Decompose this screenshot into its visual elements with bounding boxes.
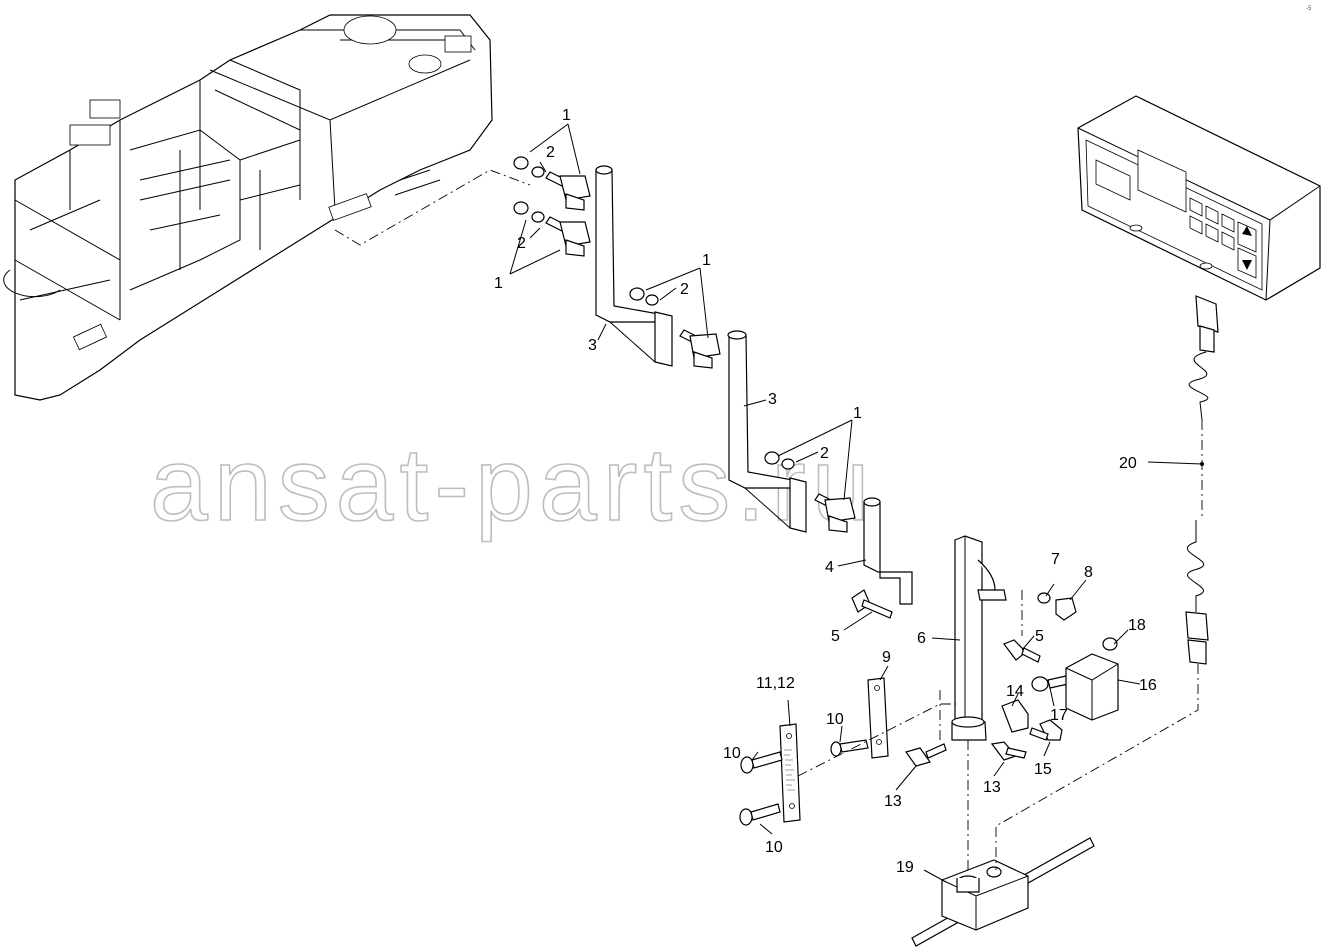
callout-20: 20 (1119, 455, 1137, 472)
callout-17: 17 (1050, 707, 1068, 724)
callout-1: 1 (494, 275, 503, 292)
callout-10: 10 (826, 711, 844, 728)
tube-bracket-3-upper (595, 165, 673, 367)
callout-5: 5 (831, 628, 840, 645)
clamp-assembly-lower (764, 451, 856, 533)
callout-4: 4 (825, 559, 834, 576)
bracket-14-bolts (1001, 675, 1069, 741)
callout-7: 7 (1051, 551, 1060, 568)
clamp-assembly-middle (629, 287, 721, 369)
plate-9 (867, 677, 889, 759)
tube-bracket-3-lower (727, 330, 807, 533)
bolts-10 (739, 739, 869, 826)
callout-18: 18 (1128, 617, 1146, 634)
control-unit (1077, 95, 1321, 301)
callout-16: 16 (1139, 677, 1157, 694)
callout-10: 10 (723, 745, 741, 762)
parts-7-8 (1037, 592, 1077, 621)
callout-2: 2 (680, 281, 689, 298)
callout-8: 8 (1084, 564, 1093, 581)
callout-9: 9 (882, 649, 891, 666)
callout-1: 1 (702, 252, 711, 269)
mast-6 (951, 535, 1007, 741)
sensor-19 (911, 837, 1095, 947)
callout-13: 13 (983, 779, 1001, 796)
callout-2: 2 (517, 235, 526, 252)
callout-10: 10 (765, 839, 783, 856)
post-bracket-4 (851, 497, 913, 619)
leader-lines (509, 123, 1204, 883)
callout-19: 19 (896, 859, 914, 876)
callout-labels: 1 2 2 1 1 2 3 3 1 2 4 5 6 7 8 5 18 16 9 … (494, 107, 1157, 876)
callout-5: 5 (1035, 628, 1044, 645)
clamp-assembly-upper (513, 156, 591, 257)
callout-6: 6 (917, 630, 926, 647)
callout-2: 2 (546, 144, 555, 161)
box-16 (1065, 637, 1119, 721)
callout-14: 14 (1006, 683, 1024, 700)
callout-11-12: 11,12 (756, 675, 795, 692)
callout-13: 13 (884, 793, 902, 810)
callout-3: 3 (768, 391, 777, 408)
callout-1: 1 (562, 107, 571, 124)
cable-20 (995, 295, 1219, 870)
machine-frame-illustration (3, 14, 493, 401)
drawing-code: -5 (1306, 6, 1312, 12)
callout-2: 2 (820, 445, 829, 462)
callout-1: 1 (853, 405, 862, 422)
assembly-lines (797, 590, 1023, 872)
callout-3: 3 (588, 337, 597, 354)
callout-15: 15 (1034, 761, 1052, 778)
wing-screws (905, 639, 1041, 767)
scale-plate-11-12 (779, 723, 801, 823)
